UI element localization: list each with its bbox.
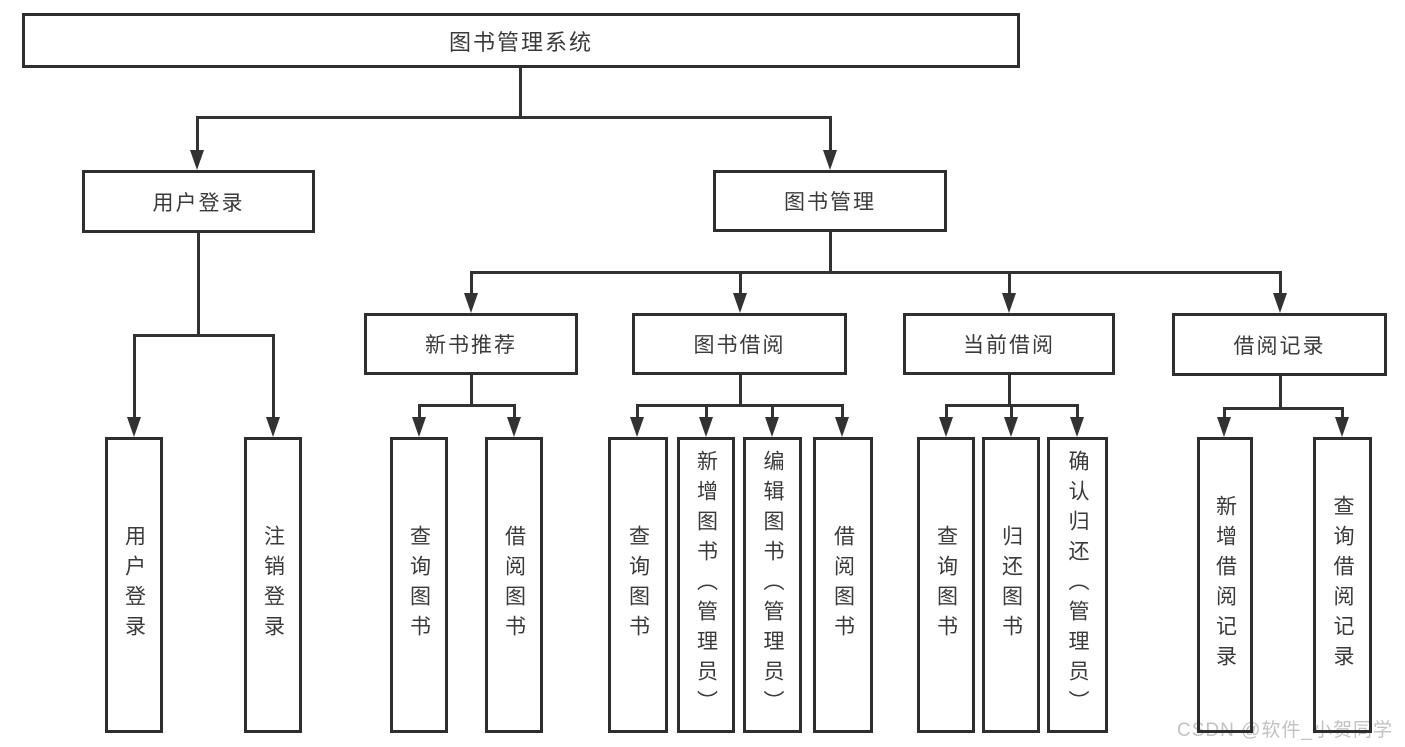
leaf-query-borrow-record: 查询借阅记录 xyxy=(1313,437,1372,733)
leaf-query-books-borrowing: 查询图书 xyxy=(608,437,668,733)
leaf-logout: 注销登录 xyxy=(244,437,302,733)
node-book-borrowing: 图书借阅 xyxy=(632,313,847,375)
leaf-label: 查询图书 xyxy=(934,525,958,645)
leaf-borrow-books-borrowing: 借阅图书 xyxy=(813,437,873,733)
arrow-down-icon xyxy=(765,417,779,437)
leaf-return-books: 归还图书 xyxy=(982,437,1040,733)
node-new-book-recommendation: 新书推荐 xyxy=(364,313,578,375)
leaf-label: 查询借阅记录 xyxy=(1331,495,1354,675)
connector-line xyxy=(636,404,639,422)
leaf-add-books-admin: 新增图书（管理员） xyxy=(677,437,735,733)
connector-line xyxy=(945,404,948,422)
leaf-label: 注销登录 xyxy=(261,525,285,645)
connector-line xyxy=(705,404,708,422)
connector-line xyxy=(470,375,473,406)
connector-line xyxy=(418,404,516,407)
connector-line xyxy=(739,375,742,406)
leaf-label: 确认归还（管理员） xyxy=(1066,450,1089,720)
node-label: 借阅记录 xyxy=(1233,334,1326,358)
leaf-label: 借阅图书 xyxy=(502,525,526,645)
leaf-borrow-books-recommend: 借阅图书 xyxy=(485,437,543,733)
connector-line xyxy=(829,116,832,154)
node-label: 图书借阅 xyxy=(693,334,786,357)
connector-line xyxy=(513,404,516,422)
arrow-down-icon xyxy=(630,417,644,437)
leaf-label: 新增图书（管理员） xyxy=(694,450,718,720)
arrow-down-icon xyxy=(1335,417,1349,437)
csdn-watermark: CSDN @软件_小贺同学 xyxy=(1177,720,1393,741)
leaf-label: 用户登录 xyxy=(122,525,146,645)
connector-line xyxy=(1279,271,1282,297)
arrow-down-icon xyxy=(190,150,204,170)
arrow-down-icon xyxy=(412,417,426,437)
connector-line xyxy=(636,404,844,407)
node-label: 用户登录 xyxy=(152,191,245,215)
connector-line xyxy=(470,271,473,297)
connector-line xyxy=(196,116,199,154)
node-label: 图书管理 xyxy=(784,191,876,214)
connector-line xyxy=(272,334,275,422)
leaf-label: 编辑图书（管理员） xyxy=(761,450,784,720)
connector-line xyxy=(1008,271,1011,297)
connector-line xyxy=(1223,407,1344,410)
node-book-management: 图书管理 xyxy=(713,170,947,232)
node-label: 图书管理系统 xyxy=(448,29,593,55)
leaf-edit-books-admin: 编辑图书（管理员） xyxy=(743,437,802,733)
leaf-query-books-current: 查询图书 xyxy=(917,437,975,733)
leaf-confirm-return-admin: 确认归还（管理员） xyxy=(1047,437,1108,733)
arrow-down-icon xyxy=(823,150,837,170)
node-library-management-system: 图书管理系统 xyxy=(22,13,1020,68)
connector-line xyxy=(196,116,832,119)
node-user-login: 用户登录 xyxy=(82,170,315,233)
arrow-down-icon xyxy=(1273,293,1287,313)
connector-line xyxy=(133,334,136,422)
connector-line xyxy=(1341,407,1344,422)
leaf-label: 查询图书 xyxy=(626,525,650,645)
arrow-down-icon xyxy=(266,417,280,437)
connector-line xyxy=(470,271,1281,274)
connector-line xyxy=(197,233,200,337)
arrow-down-icon xyxy=(939,417,953,437)
leaf-label: 新增借阅记录 xyxy=(1213,495,1237,675)
arrow-down-icon xyxy=(1002,293,1016,313)
connector-line xyxy=(133,334,274,337)
connector-line xyxy=(829,232,832,274)
leaf-user-login: 用户登录 xyxy=(105,437,163,733)
connector-line xyxy=(1008,375,1011,406)
node-label: 新书推荐 xyxy=(425,334,517,357)
arrow-down-icon xyxy=(464,293,478,313)
connector-line xyxy=(519,68,522,117)
arrow-down-icon xyxy=(699,417,713,437)
connector-line xyxy=(1076,404,1079,422)
connector-line xyxy=(418,404,421,422)
arrow-down-icon xyxy=(733,293,747,313)
node-current-borrowing: 当前借阅 xyxy=(903,313,1115,375)
leaf-query-books-recommend: 查询图书 xyxy=(390,437,448,733)
arrow-down-icon xyxy=(835,417,849,437)
leaf-label: 查询图书 xyxy=(407,525,431,645)
node-borrowing-records: 借阅记录 xyxy=(1172,313,1387,376)
connector-line xyxy=(1279,376,1282,409)
leaf-add-borrow-record: 新增借阅记录 xyxy=(1197,437,1253,733)
arrow-down-icon xyxy=(1004,417,1018,437)
arrow-down-icon xyxy=(1070,417,1084,437)
connector-line xyxy=(1010,404,1013,422)
leaf-label: 归还图书 xyxy=(999,525,1023,645)
connector-line xyxy=(739,271,742,297)
arrow-down-icon xyxy=(127,417,141,437)
connector-line xyxy=(1223,407,1226,422)
arrow-down-icon xyxy=(507,417,521,437)
arrow-down-icon xyxy=(1217,417,1231,437)
connector-line xyxy=(771,404,774,422)
connector-line xyxy=(841,404,844,422)
leaf-label: 借阅图书 xyxy=(831,525,855,645)
node-label: 当前借阅 xyxy=(963,334,1055,357)
